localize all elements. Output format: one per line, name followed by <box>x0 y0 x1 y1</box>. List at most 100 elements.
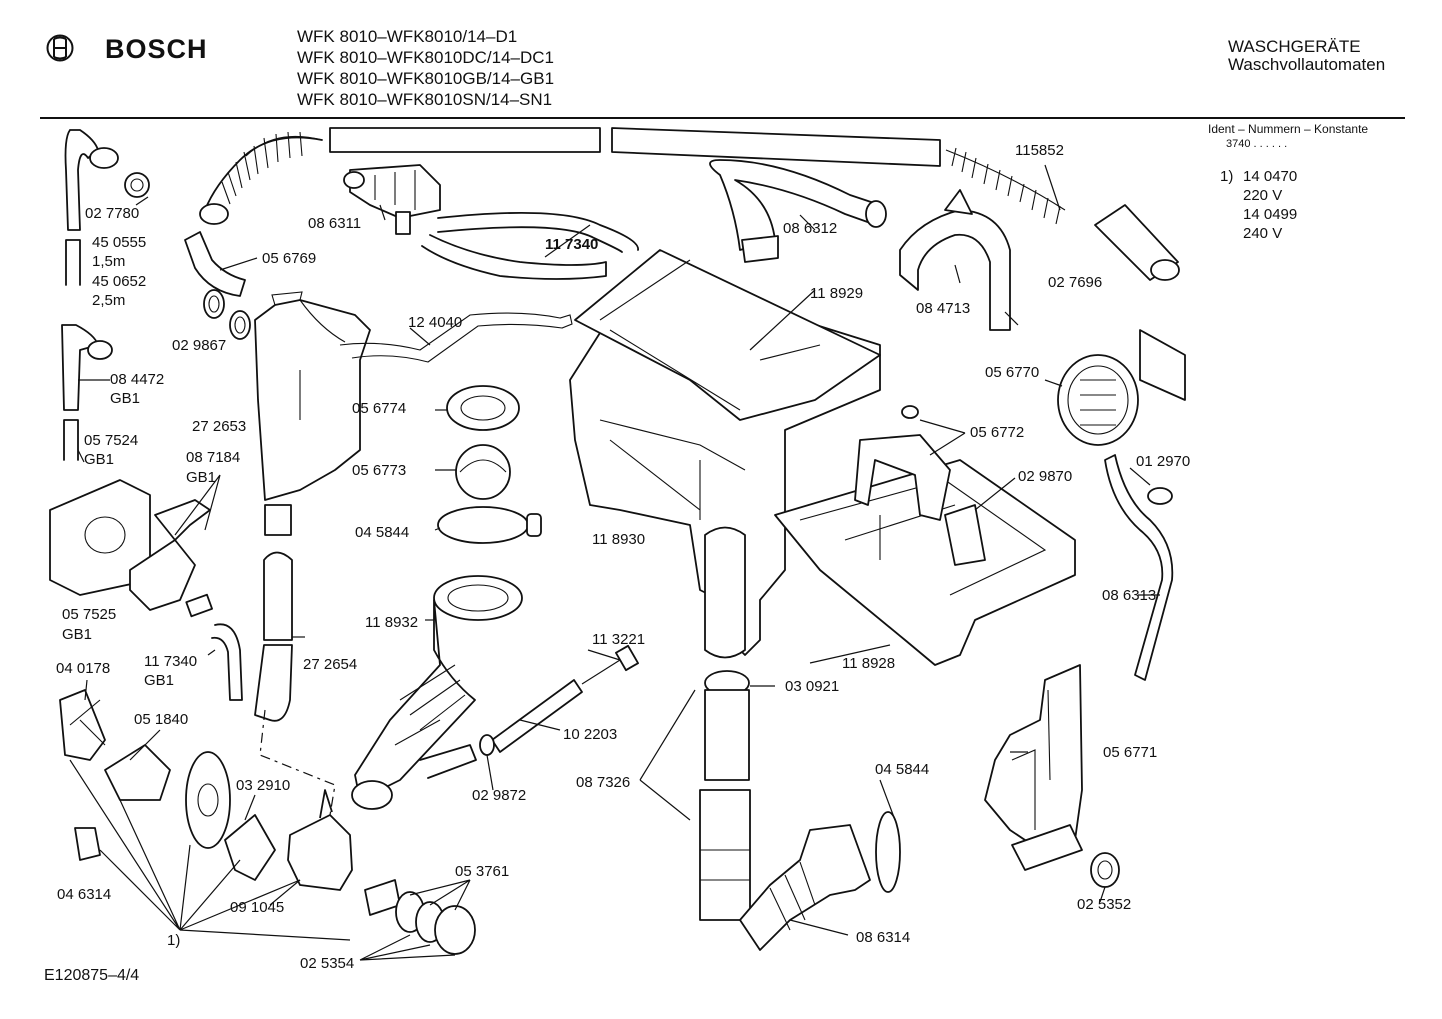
header-divider <box>40 117 1405 119</box>
rotary-switch-drawing <box>1057 329 1186 505</box>
siphon-hose-drawing <box>709 159 887 263</box>
part-label: 12 4040 <box>408 314 462 331</box>
model-line: WFK 8010–WFK8010SN/14–SN1 <box>297 90 553 109</box>
ident-variant-number: 14 0470 <box>1243 168 1297 185</box>
heater-bracket-drawing <box>984 664 1120 888</box>
document-id: E120875–4/4 <box>44 967 140 984</box>
part-label: 02 9867 <box>172 337 226 354</box>
air-trap-drawing <box>254 291 573 722</box>
part-label: 04 0178 <box>56 660 110 677</box>
elbow-hose-drawing <box>184 231 251 340</box>
drain-hose-drawing <box>61 129 150 461</box>
part-label: 04 5844 <box>355 524 409 541</box>
part-label: 45 0652 <box>92 273 146 290</box>
ident-variants: 1) 14 0470 220 V 14 0499 240 V <box>1220 168 1297 242</box>
supply-hose-drawing <box>199 127 1180 281</box>
part-label: 11 3221 <box>592 631 645 648</box>
part-label: 11 8928 <box>842 655 895 672</box>
leader-lines <box>69 164 1160 961</box>
part-label: 05 6773 <box>352 462 406 479</box>
model-line: WFK 8010–WFK8010DC/14–DC1 <box>297 48 555 67</box>
part-label: 08 7326 <box>576 774 630 791</box>
part-label: 115852 <box>1015 142 1064 159</box>
length-label: 1,5m <box>92 253 125 270</box>
part-label: 02 5354 <box>300 955 354 972</box>
sump-hose-drawing <box>351 575 523 810</box>
part-label: 27 2654 <box>303 656 357 673</box>
part-label: 04 5844 <box>875 761 929 778</box>
part-label: 08 6312 <box>783 220 837 237</box>
part-label: 05 7525 <box>62 606 116 623</box>
pressure-tube-drawing <box>479 644 639 756</box>
part-label: 27 2653 <box>192 418 246 435</box>
ident-constant: 3740 . . . . . . <box>1226 138 1288 150</box>
detergent-drawer-drawing <box>774 405 1076 666</box>
category-title: WASCHGERÄTE Waschvollautomaten <box>1228 38 1385 74</box>
variant-label: GB1 <box>110 390 140 407</box>
ident-variant-voltage: 240 V <box>1243 225 1282 242</box>
model-list: WFK 8010–WFK8010/14–D1 WFK 8010–WFK8010D… <box>297 26 554 110</box>
variant-label: GB1 <box>62 626 92 643</box>
part-label: 05 7524 <box>84 432 138 449</box>
ident-note-marker: 1) <box>1220 168 1233 185</box>
part-label: 11 8929 <box>810 285 863 302</box>
brand-name: BOSCH <box>105 34 208 64</box>
tub-seal-drawing <box>437 385 542 544</box>
variant-label: GB1 <box>186 469 216 486</box>
part-label: 08 6313 <box>1102 587 1156 604</box>
part-labels: 02 7780 45 0555 1,5m 45 0652 2,5m 08 631… <box>56 142 1190 972</box>
part-label: 04 6314 <box>57 886 111 903</box>
part-label: 09 1045 <box>230 899 284 916</box>
part-label: 05 6770 <box>985 364 1039 381</box>
variant-label: GB1 <box>144 672 174 689</box>
ident-block: Ident – Nummern – Konstante 3740 . . . .… <box>1208 122 1368 152</box>
hose-clamp-drawing <box>899 189 1011 331</box>
model-line: WFK 8010–WFK8010/14–D1 <box>297 27 518 46</box>
ident-variant-voltage: 220 V <box>1243 187 1282 204</box>
length-label: 2,5m <box>92 292 125 309</box>
part-label: 02 7780 <box>85 205 139 222</box>
housing-lid-drawing <box>574 249 881 421</box>
part-label: 02 9870 <box>1018 468 1072 485</box>
part-label: 05 6769 <box>262 250 316 267</box>
part-label: 02 7696 <box>1048 274 1102 291</box>
part-label: 11 8932 <box>365 614 418 631</box>
bosch-logo-icon <box>46 34 74 62</box>
part-label: 02 9872 <box>472 787 526 804</box>
outlet-hose-drawing <box>739 811 901 951</box>
category-line: WASCHGERÄTE <box>1228 37 1361 56</box>
part-label: 08 4472 <box>110 371 164 388</box>
variant-label: GB1 <box>84 451 114 468</box>
part-label: 11 8930 <box>592 531 645 548</box>
note-marker: 1) <box>167 932 180 949</box>
connection-dashed-line <box>259 709 336 816</box>
part-label: 45 0555 <box>92 234 146 251</box>
inlet-valve-drawing <box>343 164 441 235</box>
control-board-drawing <box>49 479 243 701</box>
standpipe-drawing <box>699 670 751 921</box>
part-label: 03 0921 <box>785 678 839 695</box>
part-label: 02 5352 <box>1077 896 1131 913</box>
drain-pump-drawing <box>59 689 476 955</box>
part-label: 05 6772 <box>970 424 1024 441</box>
part-label: 08 6311 <box>308 215 361 232</box>
part-label: 11 7340 <box>545 236 598 253</box>
part-label: 08 6314 <box>856 929 910 946</box>
part-label: 05 6771 <box>1103 744 1157 761</box>
category-subline: Waschvollautomaten <box>1228 55 1386 74</box>
ident-title: Ident – Nummern – Konstante <box>1208 122 1369 136</box>
part-label: 05 3761 <box>455 863 509 880</box>
part-label: 05 6774 <box>352 400 406 417</box>
part-label: 08 7184 <box>186 449 240 466</box>
drain-tube-drawing <box>1104 454 1174 681</box>
part-label: 10 2203 <box>563 726 617 743</box>
part-label: 03 2910 <box>236 777 290 794</box>
part-label: 08 4713 <box>916 300 970 317</box>
part-label: 01 2970 <box>1136 453 1190 470</box>
model-line: WFK 8010–WFK8010GB/14–GB1 <box>297 69 555 88</box>
inlet-hose-drawing <box>421 211 639 280</box>
ident-variant-number: 14 0499 <box>1243 206 1297 223</box>
part-label: 05 1840 <box>134 711 188 728</box>
part-label: 11 7340 <box>144 653 197 670</box>
